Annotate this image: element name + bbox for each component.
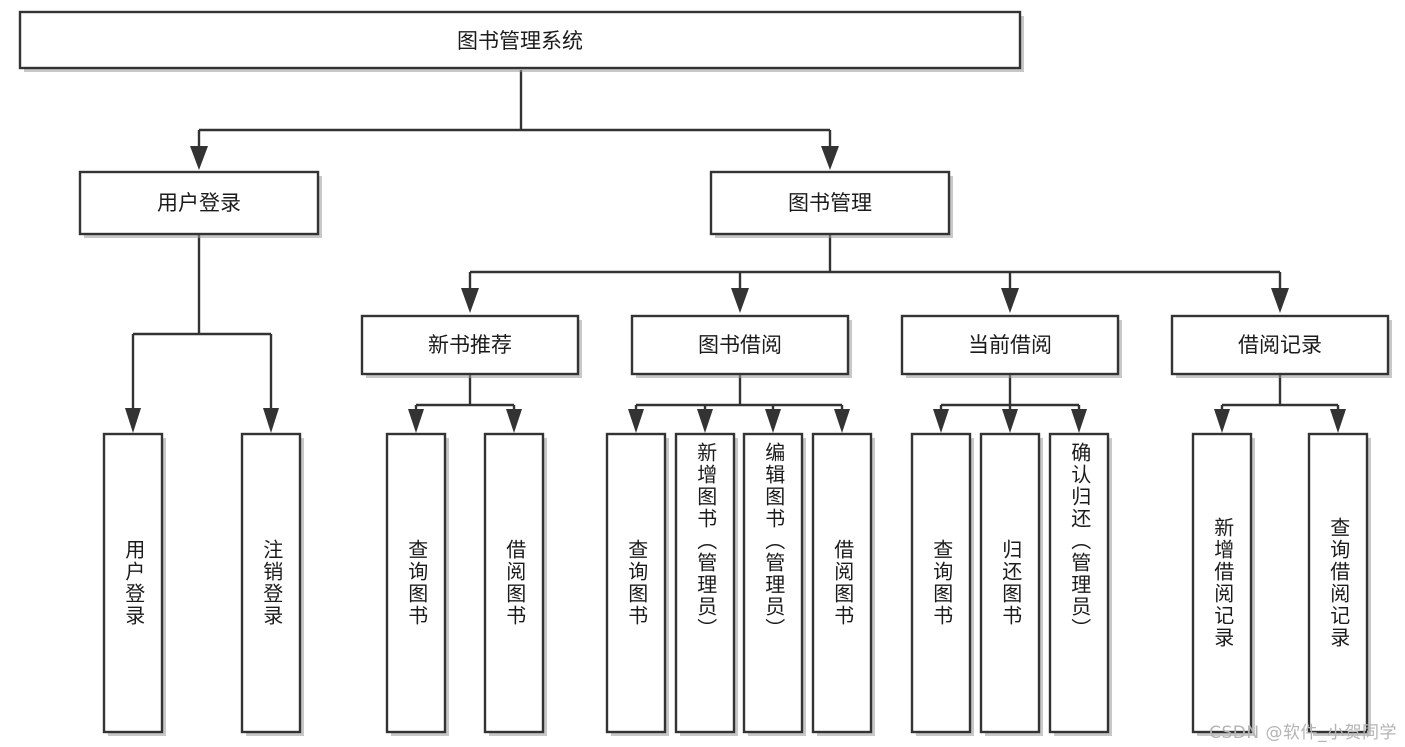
node-rect (78, 170, 320, 236)
node-rect (709, 170, 951, 236)
node-rect[interactable] (910, 432, 972, 734)
arrow-head-icon (506, 409, 522, 433)
arrow-head-icon (408, 409, 424, 433)
arrow-head-icon (821, 146, 839, 170)
node-borrow-record[interactable]: 借阅记录 (1170, 314, 1392, 378)
connector-userlogin-to-leaves (125, 235, 279, 433)
node-rect[interactable] (674, 432, 736, 734)
node-book-management[interactable]: 图书管理 (709, 170, 953, 238)
node-rect[interactable] (742, 432, 804, 734)
node-rect (630, 314, 850, 376)
node-label: 图书管理 (788, 191, 872, 215)
node-rect[interactable] (1307, 432, 1369, 734)
node-label: 图书借阅 (698, 333, 782, 357)
arrow-head-icon (1214, 409, 1230, 433)
node-rect[interactable] (605, 432, 667, 734)
arrow-head-icon (461, 288, 479, 313)
node-rect[interactable] (240, 432, 302, 734)
arrow-head-icon (933, 409, 949, 433)
node-rect (18, 10, 1022, 70)
watermark: CSDN @软件_小贺同学 (1209, 723, 1397, 743)
leaf-group-book-borrow (605, 432, 875, 736)
arrow-head-icon (765, 409, 781, 433)
node-user-login[interactable]: 用户登录 (78, 170, 322, 238)
leaf-group-current-borrow (910, 432, 1112, 736)
arrow-head-icon (628, 409, 644, 433)
connector-bookmgmt-to-level3 (461, 235, 1289, 313)
connector-root-to-level2 (190, 70, 839, 170)
node-book-borrow[interactable]: 图书借阅 (630, 314, 852, 378)
arrow-head-icon (125, 408, 141, 433)
node-rect[interactable] (1191, 432, 1253, 734)
leaf-group-new-book-recommend (385, 432, 547, 736)
arrow-head-icon (1071, 409, 1087, 433)
connector-bookborrow-to-leaves (628, 375, 850, 433)
node-label: 新书推荐 (428, 333, 512, 357)
node-label: 图书管理系统 (457, 29, 583, 53)
node-label: 用户登录 (157, 191, 241, 215)
arrow-head-icon (1002, 409, 1018, 433)
node-label: 当前借阅 (968, 333, 1052, 357)
node-rect (360, 314, 580, 376)
arrow-head-icon (1271, 288, 1289, 313)
leaf-group-user-login (102, 432, 304, 736)
node-rect[interactable] (385, 432, 447, 734)
node-rect[interactable] (811, 432, 873, 734)
connector-borrowrecord-to-leaves (1214, 375, 1346, 433)
arrow-head-icon (1330, 409, 1346, 433)
connector-currentborrow-to-leaves (933, 375, 1087, 433)
node-rect[interactable] (979, 432, 1041, 734)
arrow-head-icon (263, 408, 279, 433)
node-rect[interactable] (102, 432, 164, 734)
node-rect (900, 314, 1120, 376)
arrow-head-icon (834, 409, 850, 433)
node-root[interactable]: 图书管理系统 (18, 10, 1024, 72)
node-current-borrow[interactable]: 当前借阅 (900, 314, 1122, 378)
leaf-group-borrow-record (1191, 432, 1371, 736)
connector-newbook-to-leaves (408, 375, 522, 433)
arrow-head-icon (1001, 288, 1019, 313)
node-rect[interactable] (483, 432, 545, 734)
node-rect (1170, 314, 1390, 376)
arrow-head-icon (731, 288, 749, 313)
node-rect[interactable] (1048, 432, 1110, 734)
arrow-head-icon (697, 409, 713, 433)
arrow-head-icon (190, 146, 208, 170)
node-label: 借阅记录 (1238, 333, 1322, 357)
node-new-book-recommend[interactable]: 新书推荐 (360, 314, 582, 378)
